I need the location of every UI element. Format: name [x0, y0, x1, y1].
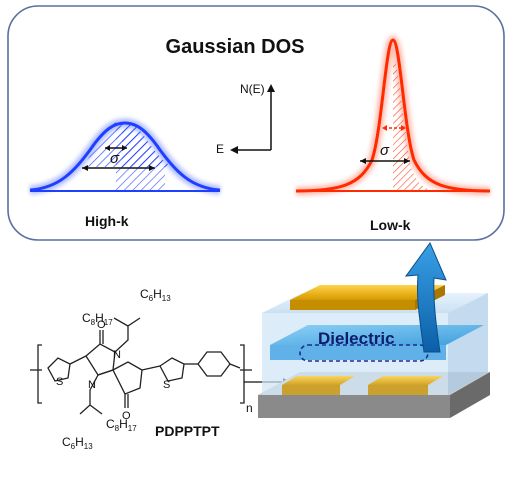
gate-electrode [290, 285, 445, 300]
substituent-top: C8H17 [82, 311, 113, 327]
polymer-name: PDPPTPT [155, 423, 220, 439]
low-k-sigma-marker [360, 125, 410, 164]
svg-text:O: O [122, 410, 131, 422]
drain-electrode [368, 376, 443, 385]
high-k-label: High-k [85, 213, 129, 229]
source-electrode [282, 376, 355, 385]
svg-text:S: S [56, 376, 63, 388]
high-k-sigma-label: σ [110, 150, 120, 167]
svg-text:N: N [113, 349, 121, 361]
svg-text:S: S [163, 379, 170, 391]
substituent-bottom-2: C6H13 [62, 435, 93, 451]
interface-highlight [299, 344, 429, 362]
polymer-structure [30, 317, 252, 415]
axis-x-label: E [216, 142, 224, 156]
repeat-unit-n: n [246, 401, 253, 415]
dielectric-label: Dielectric [318, 329, 395, 348]
svg-text:O: O [97, 319, 106, 331]
panel-title: Gaussian DOS [166, 36, 305, 58]
axes-indicator [230, 84, 275, 154]
up-arrow [404, 241, 447, 353]
low-k-label: Low-k [370, 217, 411, 233]
axis-y-label: N(E) [240, 82, 265, 96]
low-k-sigma-label: σ [380, 142, 390, 159]
low-k-dos-curve [295, 35, 491, 196]
high-k-dos-curve [29, 118, 221, 195]
substituent-top-2: C6H13 [140, 287, 171, 303]
transistor-device [258, 285, 490, 418]
svg-text:N: N [88, 379, 96, 391]
high-k-sigma-marker [82, 145, 155, 171]
polymer-atom-labels: S S N N O O [56, 319, 170, 422]
substituent-bottom: C8H17 [106, 417, 137, 433]
